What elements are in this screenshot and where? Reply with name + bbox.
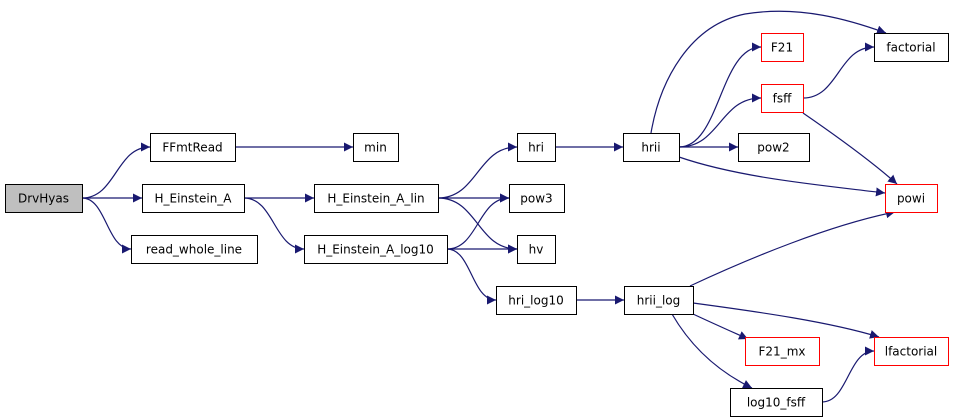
node-h-einstein-a-log10-box <box>304 235 448 264</box>
node-f21-box <box>761 33 804 62</box>
node-h-einstein-a-lin[interactable]: H_Einstein_A_lin <box>314 184 439 213</box>
edge-drvhyas-to-ffmtread <box>81 142 151 199</box>
node-h-einstein-a-log10[interactable]: H_Einstein_A_log10 <box>304 235 448 264</box>
edge-h-einstein-a-to-h-einstein-a-log10 <box>243 197 305 254</box>
node-powi[interactable]: powi <box>885 184 938 213</box>
node-pow2-box <box>738 133 810 162</box>
edge-hrii-to-powi <box>678 156 886 197</box>
node-factorial-box <box>874 33 949 62</box>
node-h-einstein-a-log10-label: H_Einstein_A_log10 <box>317 243 434 257</box>
node-pow3-label: pow3 <box>520 192 552 206</box>
edge-h-einstein-a-log10-to-hri-log10 <box>446 248 497 305</box>
node-hrii-log[interactable]: hrii_log <box>624 286 694 315</box>
edge-h-einstein-a-lin-to-hri <box>437 142 518 199</box>
edge-hrii-log-to-log10-fsff <box>671 313 753 389</box>
node-hv-label: hv <box>529 243 544 257</box>
node-powi-label: powi <box>897 192 925 206</box>
node-pow2[interactable]: pow2 <box>738 133 810 162</box>
edge-fsff-to-factorial <box>802 42 875 99</box>
edge-hrii-log-to-lfactorial <box>692 302 880 339</box>
node-factorial-label: factorial <box>886 41 935 55</box>
edge-hrii-log-to-f21-mx <box>692 313 749 340</box>
node-pow3-box <box>509 184 565 213</box>
node-hrii-label: hrii <box>641 141 660 155</box>
node-hrii-log-box <box>624 286 694 315</box>
node-f21-mx-box <box>745 337 820 366</box>
node-f21-mx[interactable]: F21_mx <box>745 337 820 366</box>
node-log10-fsff[interactable]: log10_fsff <box>730 388 823 417</box>
node-h-einstein-a-box <box>142 184 245 213</box>
node-hv[interactable]: hv <box>517 235 556 264</box>
node-hri-box <box>517 133 556 162</box>
node-h-einstein-a[interactable]: H_Einstein_A <box>142 184 245 213</box>
node-factorial[interactable]: factorial <box>874 33 949 62</box>
node-f21[interactable]: F21 <box>761 33 804 62</box>
node-drvhyas[interactable]: DrvHyas <box>5 184 83 213</box>
edge-hrii-log-to-powi <box>689 209 896 287</box>
node-hri-log10[interactable]: hri_log10 <box>496 286 577 315</box>
node-hv-box <box>517 235 556 264</box>
edge-log10-fsff-to-lfactorial <box>821 346 875 403</box>
edge-h-einstein-a-log10-to-pow3 <box>446 193 510 250</box>
node-ffmtread-label: FFmtRead <box>162 141 222 155</box>
node-min-box <box>353 133 399 162</box>
edge-fsff-to-powi <box>802 112 898 185</box>
node-ffmtread-box <box>150 133 236 162</box>
node-hri-label: hri <box>528 141 544 155</box>
node-lfactorial[interactable]: lfactorial <box>874 337 949 366</box>
node-hrii-box <box>623 133 680 162</box>
node-hrii-log-label: hrii_log <box>637 294 681 308</box>
node-drvhyas-box <box>5 184 83 213</box>
node-pow2-label: pow2 <box>757 141 789 155</box>
node-f21-label: F21 <box>771 41 793 55</box>
node-f21-mx-label: F21_mx <box>759 345 806 359</box>
node-log10-fsff-label: log10_fsff <box>747 396 806 410</box>
node-h-einstein-a-lin-box <box>314 184 439 213</box>
node-drvhyas-label: DrvHyas <box>18 192 69 206</box>
node-fsff[interactable]: fsff <box>761 84 804 113</box>
edges-layer <box>81 10 898 403</box>
edge-drvhyas-to-read-whole-line <box>81 197 132 254</box>
node-hri[interactable]: hri <box>517 133 556 162</box>
node-fsff-box <box>761 84 804 113</box>
node-h-einstein-a-label: H_Einstein_A <box>154 192 232 206</box>
node-read-whole-line-box <box>131 235 258 264</box>
node-pow3[interactable]: pow3 <box>509 184 565 213</box>
node-ffmtread[interactable]: FFmtRead <box>150 133 236 162</box>
node-powi-box <box>885 184 938 213</box>
node-fsff-label: fsff <box>773 92 792 106</box>
node-hri-log10-label: hri_log10 <box>508 294 563 308</box>
edge-hrii-to-fsff <box>678 93 762 148</box>
node-lfactorial-label: lfactorial <box>885 345 938 359</box>
edge-hrii-to-factorial <box>650 10 887 134</box>
node-min-label: min <box>364 141 387 155</box>
node-read-whole-line[interactable]: read_whole_line <box>131 235 258 264</box>
node-read-whole-line-label: read_whole_line <box>146 243 242 257</box>
node-min[interactable]: min <box>353 133 399 162</box>
node-log10-fsff-box <box>730 388 823 417</box>
node-hri-log10-box <box>496 286 577 315</box>
edge-hrii-to-f21 <box>678 42 762 148</box>
node-h-einstein-a-lin-label: H_Einstein_A_lin <box>327 192 424 206</box>
node-hrii[interactable]: hrii <box>623 133 680 162</box>
node-lfactorial-box <box>874 337 949 366</box>
